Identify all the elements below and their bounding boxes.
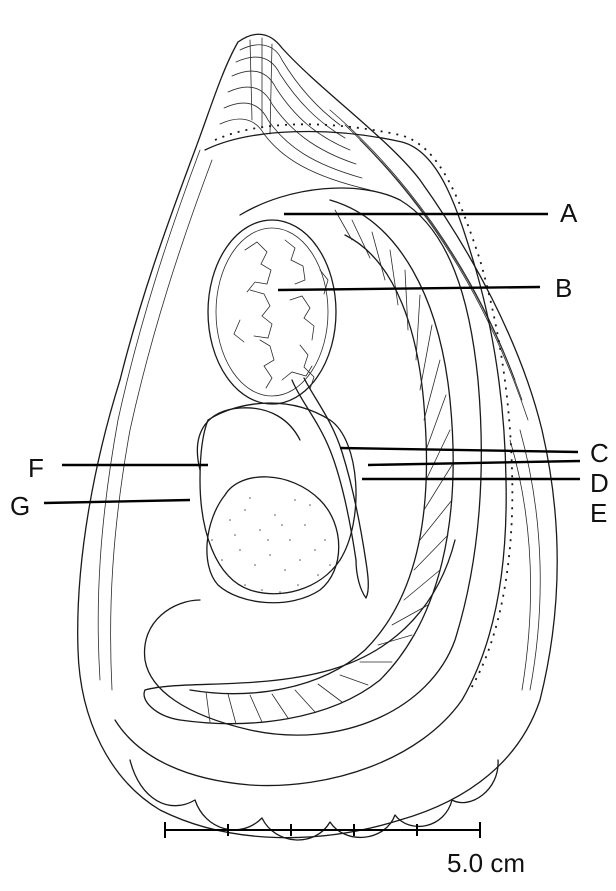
stipple-dots (211, 497, 331, 593)
label-g: G (10, 493, 30, 519)
label-f: F (28, 455, 44, 481)
outer-shell (78, 34, 558, 837)
leader-lines (44, 214, 580, 503)
leader-b (278, 287, 540, 290)
scale-bar-label: 5.0 cm (447, 850, 525, 876)
label-e: E (590, 500, 607, 526)
shell-growth-lines-right (330, 110, 540, 690)
label-a: A (560, 200, 577, 226)
label-b: B (555, 275, 572, 301)
pericardium (197, 408, 300, 470)
leader-c (340, 448, 578, 452)
leader-g (44, 500, 190, 503)
adductor-muscle (200, 403, 356, 603)
rectum (356, 560, 368, 598)
inner-body-outline (145, 188, 482, 735)
mantle-margin (215, 124, 512, 690)
label-d: D (590, 470, 609, 496)
gills (144, 200, 453, 724)
digestive-gland (208, 220, 336, 404)
shell-growth-lines-left (98, 150, 212, 690)
mantle-edge (115, 132, 506, 786)
ventral-mantle-fold (145, 540, 455, 690)
label-c: C (590, 440, 609, 466)
